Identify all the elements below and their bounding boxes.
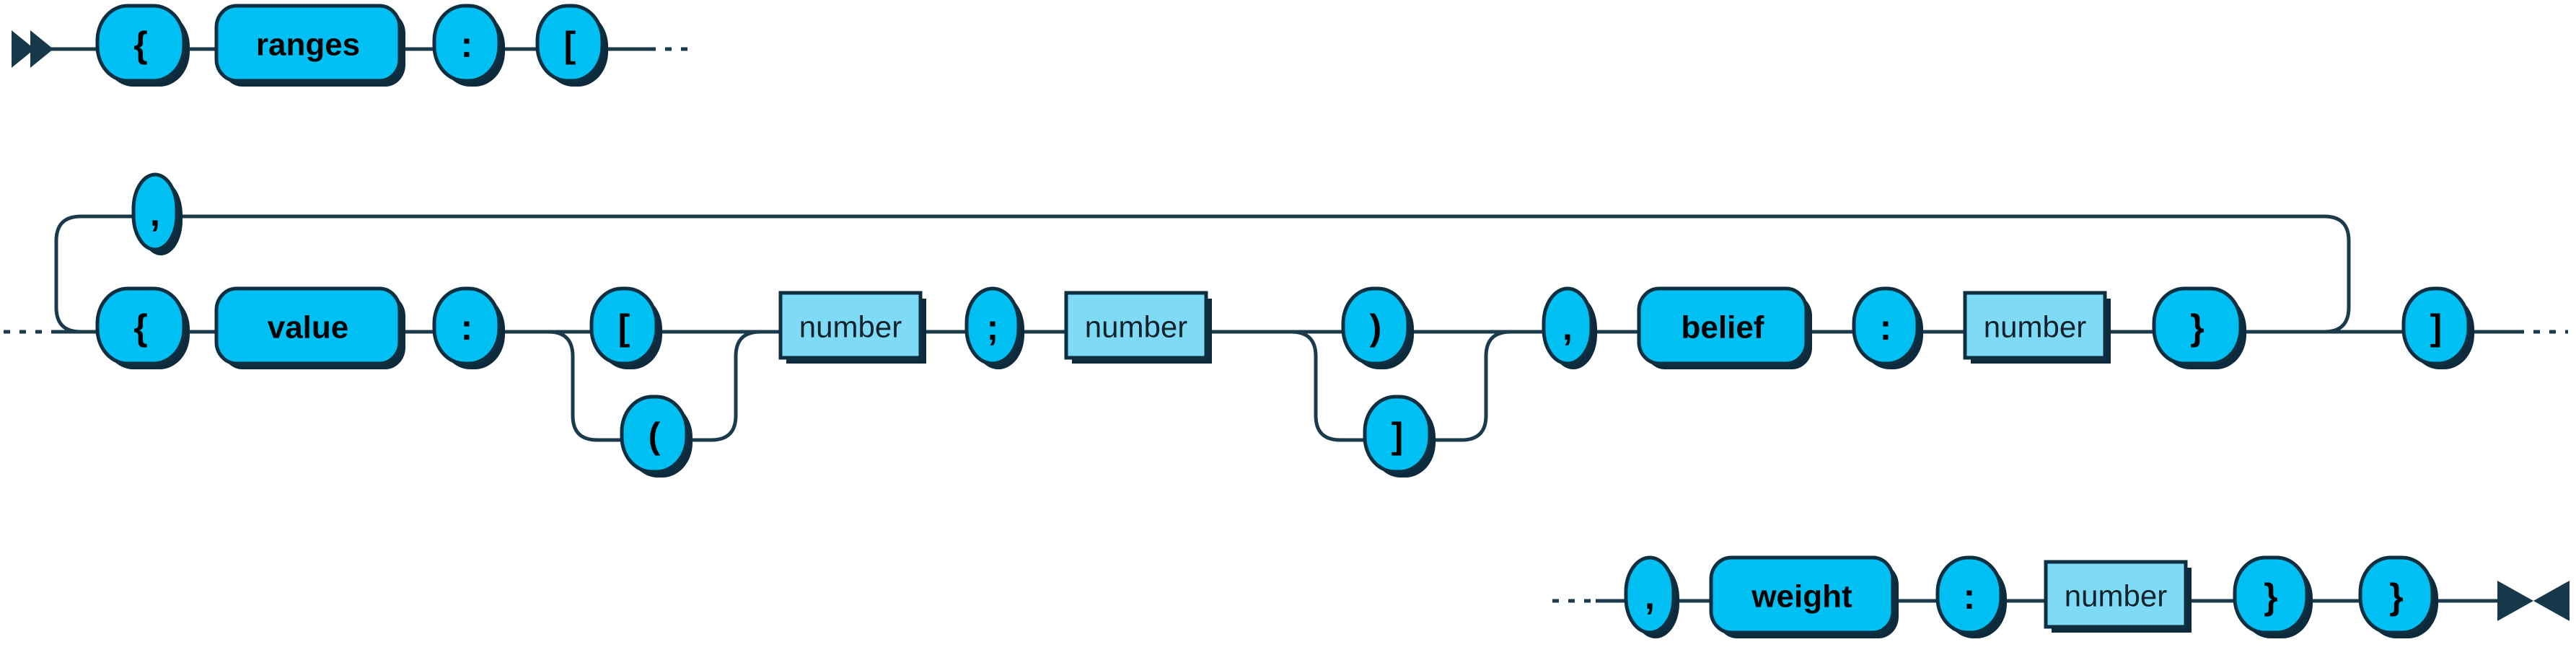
- row-3: , weight : number }: [1552, 555, 2570, 638]
- node-label: [: [618, 307, 630, 348]
- node-label: number: [2065, 579, 2167, 613]
- node-colon-4[interactable]: :: [1935, 555, 2007, 638]
- node-value[interactable]: value: [214, 286, 405, 369]
- node-label: number: [1085, 310, 1187, 344]
- node-label: ,: [150, 193, 160, 234]
- loop-left-connector: [54, 214, 133, 334]
- node-bracket-close-1[interactable]: ]: [2401, 286, 2474, 369]
- node-brace-open-2[interactable]: {: [95, 286, 190, 369]
- node-brace-close-1[interactable]: }: [2152, 286, 2246, 369]
- node-label: }: [2190, 307, 2204, 348]
- node-label: number: [1984, 310, 2086, 344]
- node-label: number: [799, 310, 902, 344]
- node-colon-3[interactable]: :: [1852, 286, 1923, 369]
- node-label: ]: [1392, 415, 1404, 456]
- node-label: ranges: [256, 27, 360, 63]
- node-label: }: [2389, 576, 2403, 617]
- node-label: ,: [1645, 576, 1655, 617]
- row-1: { ranges : [: [12, 4, 696, 87]
- node-label: ): [1370, 307, 1382, 348]
- node-number-3[interactable]: number: [1963, 291, 2111, 364]
- node-label: {: [133, 25, 147, 65]
- node-paren-close[interactable]: ): [1341, 286, 1414, 369]
- node-weight[interactable]: weight: [1709, 555, 1899, 638]
- node-label: ;: [987, 307, 999, 348]
- node-label: :: [461, 25, 473, 65]
- rail-split2-up-out: [1430, 330, 1511, 442]
- node-brace-close-3[interactable]: }: [2358, 555, 2438, 638]
- row-2: , {: [4, 172, 2568, 478]
- node-comma-3[interactable]: ,: [1624, 555, 1679, 638]
- rail-split2-down-in: [1291, 330, 1365, 442]
- node-colon-2[interactable]: :: [432, 286, 505, 369]
- node-label: (: [649, 415, 661, 456]
- node-label: belief: [1682, 310, 1764, 346]
- node-label: [: [564, 25, 576, 65]
- node-brace-close-2[interactable]: }: [2233, 555, 2313, 638]
- node-label: ,: [1562, 307, 1573, 348]
- rail-split1-down-in: [548, 330, 622, 442]
- node-ranges[interactable]: ranges: [214, 4, 405, 87]
- node-bracket-close-alt[interactable]: ]: [1363, 395, 1436, 478]
- node-paren-open-alt[interactable]: (: [620, 395, 693, 478]
- node-number-2[interactable]: number: [1064, 291, 1212, 364]
- node-label: }: [2264, 576, 2277, 617]
- node-number-1[interactable]: number: [778, 291, 926, 364]
- node-bracket-open-2[interactable]: [: [589, 286, 662, 369]
- node-label: :: [1964, 576, 1976, 617]
- node-number-4[interactable]: number: [2044, 560, 2192, 633]
- node-label: {: [133, 307, 147, 348]
- end-marker-icon: [2497, 581, 2570, 621]
- node-label: ]: [2430, 307, 2443, 348]
- node-label: weight: [1751, 579, 1852, 615]
- node-comma-loop[interactable]: ,: [131, 172, 183, 255]
- rail-split1-up-out: [687, 330, 761, 442]
- node-label: :: [461, 307, 473, 348]
- start-marker-icon: [12, 30, 53, 68]
- node-label: value: [268, 310, 349, 346]
- node-belief[interactable]: belief: [1637, 286, 1812, 369]
- node-brace-open-1[interactable]: {: [95, 4, 190, 87]
- node-label: :: [1880, 307, 1892, 348]
- node-comma-2[interactable]: ,: [1542, 286, 1597, 369]
- node-bracket-open-1[interactable]: [: [535, 4, 608, 87]
- node-colon-1[interactable]: :: [432, 4, 505, 87]
- node-semicolon[interactable]: ;: [964, 286, 1024, 369]
